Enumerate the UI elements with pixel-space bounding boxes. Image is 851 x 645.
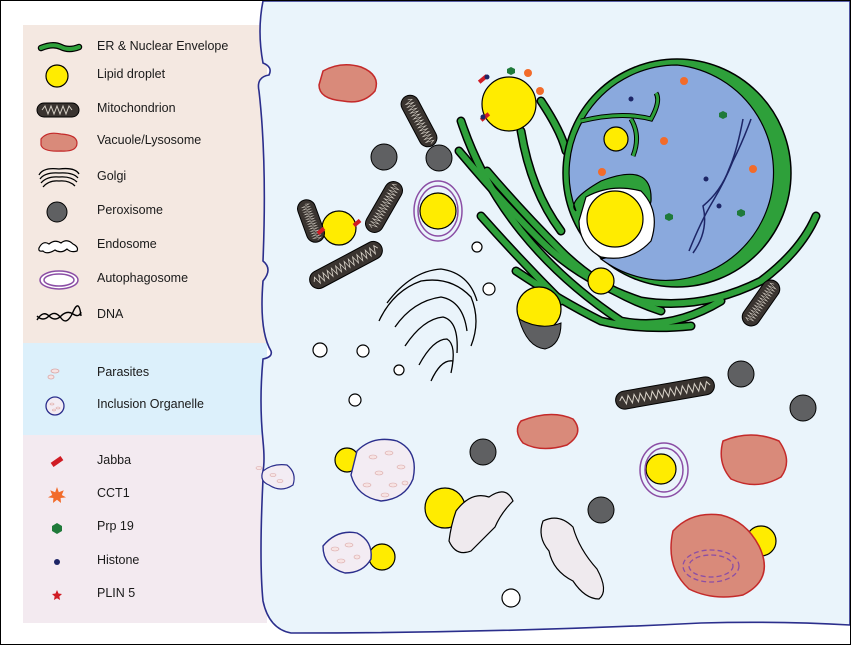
er-envelope-icon xyxy=(37,42,83,53)
legend-section-proteins xyxy=(23,435,267,623)
cct1-icon xyxy=(48,487,66,503)
legend-label-prp19: Prp 19 xyxy=(97,519,134,533)
vacuole-inclusion xyxy=(682,549,740,583)
prp19-icon xyxy=(52,523,62,534)
vacuole-lysosome-icon xyxy=(40,132,78,152)
prp19-markers xyxy=(507,67,745,221)
legend-label-er: ER & Nuclear Envelope xyxy=(97,39,229,53)
membrane-inclusion xyxy=(255,464,295,490)
plin5-icon xyxy=(52,590,62,600)
legend-item-vacuole: Vacuole/Lysosome xyxy=(23,129,267,155)
inclusion-organelles xyxy=(322,438,415,574)
jabba-icon xyxy=(50,456,64,467)
legend-item-autophagosome: Autophagosome xyxy=(23,267,267,293)
lipid-droplet-cap xyxy=(518,317,562,350)
autophagosome-icon xyxy=(39,270,79,290)
legend-label-dna: DNA xyxy=(97,307,124,321)
peroxisomes xyxy=(370,143,817,524)
legend-label-plin5: PLIN 5 xyxy=(97,586,136,600)
legend-item-inclusion-organelle: Inclusion Organelle xyxy=(23,393,267,419)
legend-label-inclusion-organelle: Inclusion Organelle xyxy=(97,397,205,411)
endosomes xyxy=(448,491,605,600)
mitochondrion-icon xyxy=(36,102,80,118)
legend-label-vacuole: Vacuole/Lysosome xyxy=(97,133,202,147)
legend-label-histone: Histone xyxy=(97,553,140,567)
legend-item-histone: Histone xyxy=(23,549,267,575)
legend-item-peroxisome: Peroxisome xyxy=(23,199,267,225)
legend-item-parasites: Parasites xyxy=(23,361,267,387)
lipid-droplets xyxy=(321,76,777,580)
legend-item-lipid-droplet: Lipid droplet xyxy=(23,63,267,89)
legend-item-golgi: Golgi xyxy=(23,165,267,191)
legend-item-er: ER & Nuclear Envelope xyxy=(23,35,267,61)
legend-item-cct1: CCT1 xyxy=(23,482,267,508)
dna-icon xyxy=(36,305,82,322)
histone-markers xyxy=(480,74,722,209)
golgi-apparatus xyxy=(378,268,478,382)
legend-label-mitochondrion: Mitochondrion xyxy=(97,101,176,115)
endosome-icon xyxy=(38,240,79,254)
dna-strand xyxy=(688,118,752,254)
parasites-icon xyxy=(47,368,60,380)
legend-label-lipid-droplet: Lipid droplet xyxy=(97,67,166,81)
nucleus xyxy=(562,58,792,288)
vesicles xyxy=(312,241,521,608)
golgi-icon xyxy=(38,167,80,188)
legend-item-jabba: Jabba xyxy=(23,449,267,475)
legend-item-mitochondrion: Mitochondrion xyxy=(23,97,267,123)
legend-section-pathogens xyxy=(23,343,267,435)
legend-label-peroxisome: Peroxisome xyxy=(97,203,163,217)
peroxisome-icon xyxy=(46,201,68,223)
legend-item-plin5: PLIN 5 xyxy=(23,582,267,608)
autophagosomes xyxy=(413,180,689,498)
legend-label-autophagosome: Autophagosome xyxy=(97,271,189,285)
lipid-droplet-icon xyxy=(45,64,69,88)
inclusion-organelle-icon xyxy=(45,396,65,416)
legend-item-dna: DNA xyxy=(23,303,267,329)
legend-label-endosome: Endosome xyxy=(97,237,157,251)
cct1-markers xyxy=(524,69,757,176)
legend-item-prp19: Prp 19 xyxy=(23,515,267,541)
legend-label-jabba: Jabba xyxy=(97,453,132,467)
legend-label-golgi: Golgi xyxy=(97,169,127,183)
legend-label-cct1: CCT1 xyxy=(97,486,130,500)
legend-label-parasites: Parasites xyxy=(97,365,150,379)
vacuoles xyxy=(318,64,788,598)
histone-icon xyxy=(54,559,60,565)
legend-item-endosome: Endosome xyxy=(23,233,267,259)
